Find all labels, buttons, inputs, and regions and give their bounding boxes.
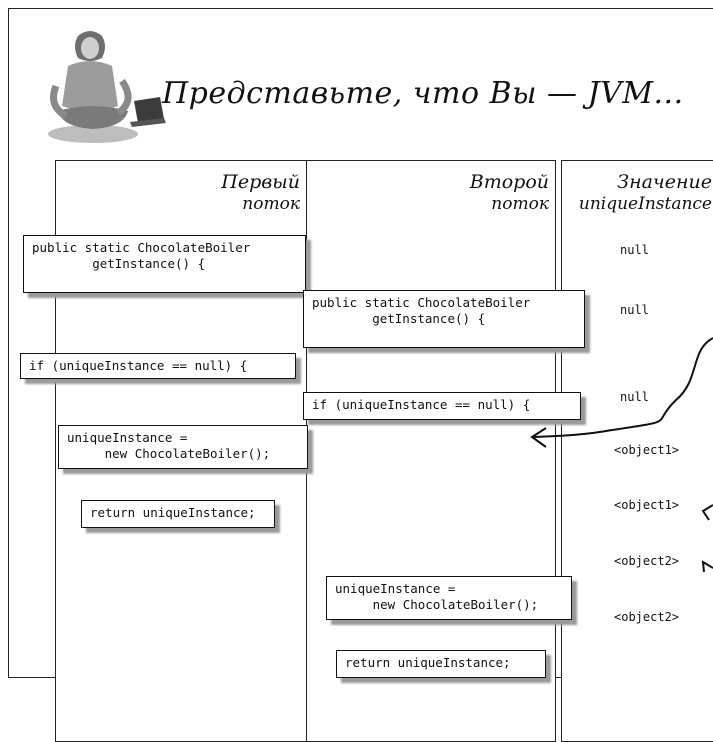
annotation-curve-arrow — [533, 337, 713, 438]
thread1-return-box: return uniqueInstance; — [81, 500, 275, 528]
second-thread-column: Второй поток — [306, 160, 556, 742]
meditating-person-illustration — [38, 26, 168, 146]
first-thread-header: Первый поток — [221, 171, 300, 214]
thread1-assign-box: uniqueInstance = new ChocolateBoiler(); — [58, 425, 308, 469]
thread2-getinstance-box: public static ChocolateBoiler getInstanc… — [303, 290, 585, 348]
thread1-getinstance-box: public static ChocolateBoiler getInstanc… — [23, 235, 306, 293]
value-column-header: Значение uniqueInstance — [578, 171, 712, 214]
value-step-5: <object1> — [614, 498, 680, 512]
value-step-2: null — [620, 303, 649, 317]
arrowhead-object2 — [701, 560, 713, 573]
thread2-if-box: if (uniqueInstance == null) { — [303, 392, 581, 420]
thread2-assign-box: uniqueInstance = new ChocolateBoiler(); — [326, 576, 572, 620]
thread2-return-box: return uniqueInstance; — [336, 650, 546, 678]
value-step-4: <object1> — [614, 443, 680, 457]
value-step-3: null — [620, 390, 649, 404]
value-step-1: null — [620, 243, 649, 257]
arrowhead-left — [530, 427, 547, 448]
thread1-if-box: if (uniqueInstance == null) { — [20, 353, 296, 379]
second-thread-header: Второй поток — [469, 171, 549, 214]
value-step-6: <object2> — [614, 554, 680, 568]
page-title: Представьте, что Вы — JVM... — [162, 76, 684, 111]
annotation-arrows — [530, 337, 713, 573]
value-step-7: <object2> — [614, 610, 680, 624]
arrowhead-object1 — [701, 504, 713, 521]
